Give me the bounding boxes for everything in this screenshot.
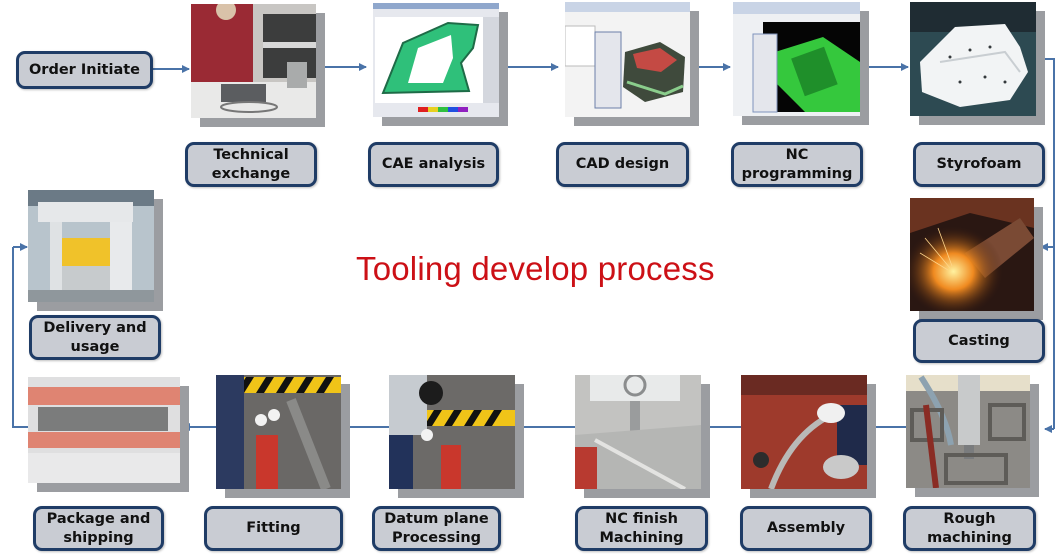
cae-analysis-box: CAE analysis <box>368 142 499 187</box>
diagram-title: Tooling develop process <box>356 250 715 287</box>
delivery-and-usage-photo <box>28 190 163 311</box>
nc-programming-photo <box>733 2 869 125</box>
fitting-photo <box>216 375 350 498</box>
technical-exchange-photo <box>191 4 325 127</box>
nc-programming-box: NC programming <box>731 142 863 187</box>
styrofoam-box: Styrofoam <box>913 142 1045 187</box>
datum-plane-processing-photo <box>389 375 524 498</box>
package-and-shipping-label: Package and shipping <box>46 510 151 546</box>
fitting-label: Fitting <box>246 520 301 536</box>
order-initiate-box: Order Initiate <box>16 51 153 89</box>
casting-label: Casting <box>948 332 1010 349</box>
cae-analysis-photo <box>373 3 508 126</box>
fitting-box: Fitting <box>204 506 343 551</box>
rough-machining-photo <box>906 375 1039 497</box>
technical-exchange-label: Technical exchange <box>211 146 291 182</box>
nc-finish-machining-box: NC finish Machining <box>575 506 708 551</box>
cad-design-label: CAD design <box>575 156 670 172</box>
datum-plane-processing-box: Datum plane Processing <box>372 506 501 551</box>
rough-machining-label: Rough machining <box>927 510 1012 546</box>
nc-finish-machining-label: NC finish Machining <box>599 510 684 546</box>
package-and-shipping-box: Package and shipping <box>33 506 164 551</box>
cad-design-box: CAD design <box>556 142 689 187</box>
datum-plane-processing-label: Datum plane Processing <box>384 510 489 546</box>
package-and-shipping-photo <box>28 377 189 492</box>
styrofoam-photo <box>910 2 1045 125</box>
cad-design-photo <box>565 2 699 126</box>
delivery-and-usage-label: Delivery and usage <box>43 319 147 355</box>
assembly-label: Assembly <box>766 520 846 536</box>
rough-machining-box: Rough machining <box>903 506 1036 551</box>
casting-photo <box>910 198 1043 320</box>
order-initiate-label: Order Initiate <box>28 61 141 78</box>
assembly-box: Assembly <box>740 506 872 551</box>
cae-analysis-label: CAE analysis <box>381 156 486 172</box>
styrofoam-label: Styrofoam <box>936 156 1022 172</box>
nc-finish-machining-photo <box>575 375 710 498</box>
assembly-photo <box>741 375 876 498</box>
casting-box: Casting <box>913 319 1045 363</box>
delivery-and-usage-box: Delivery and usage <box>29 315 161 360</box>
nc-programming-label: NC programming <box>741 146 853 182</box>
technical-exchange-box: Technical exchange <box>185 142 317 187</box>
